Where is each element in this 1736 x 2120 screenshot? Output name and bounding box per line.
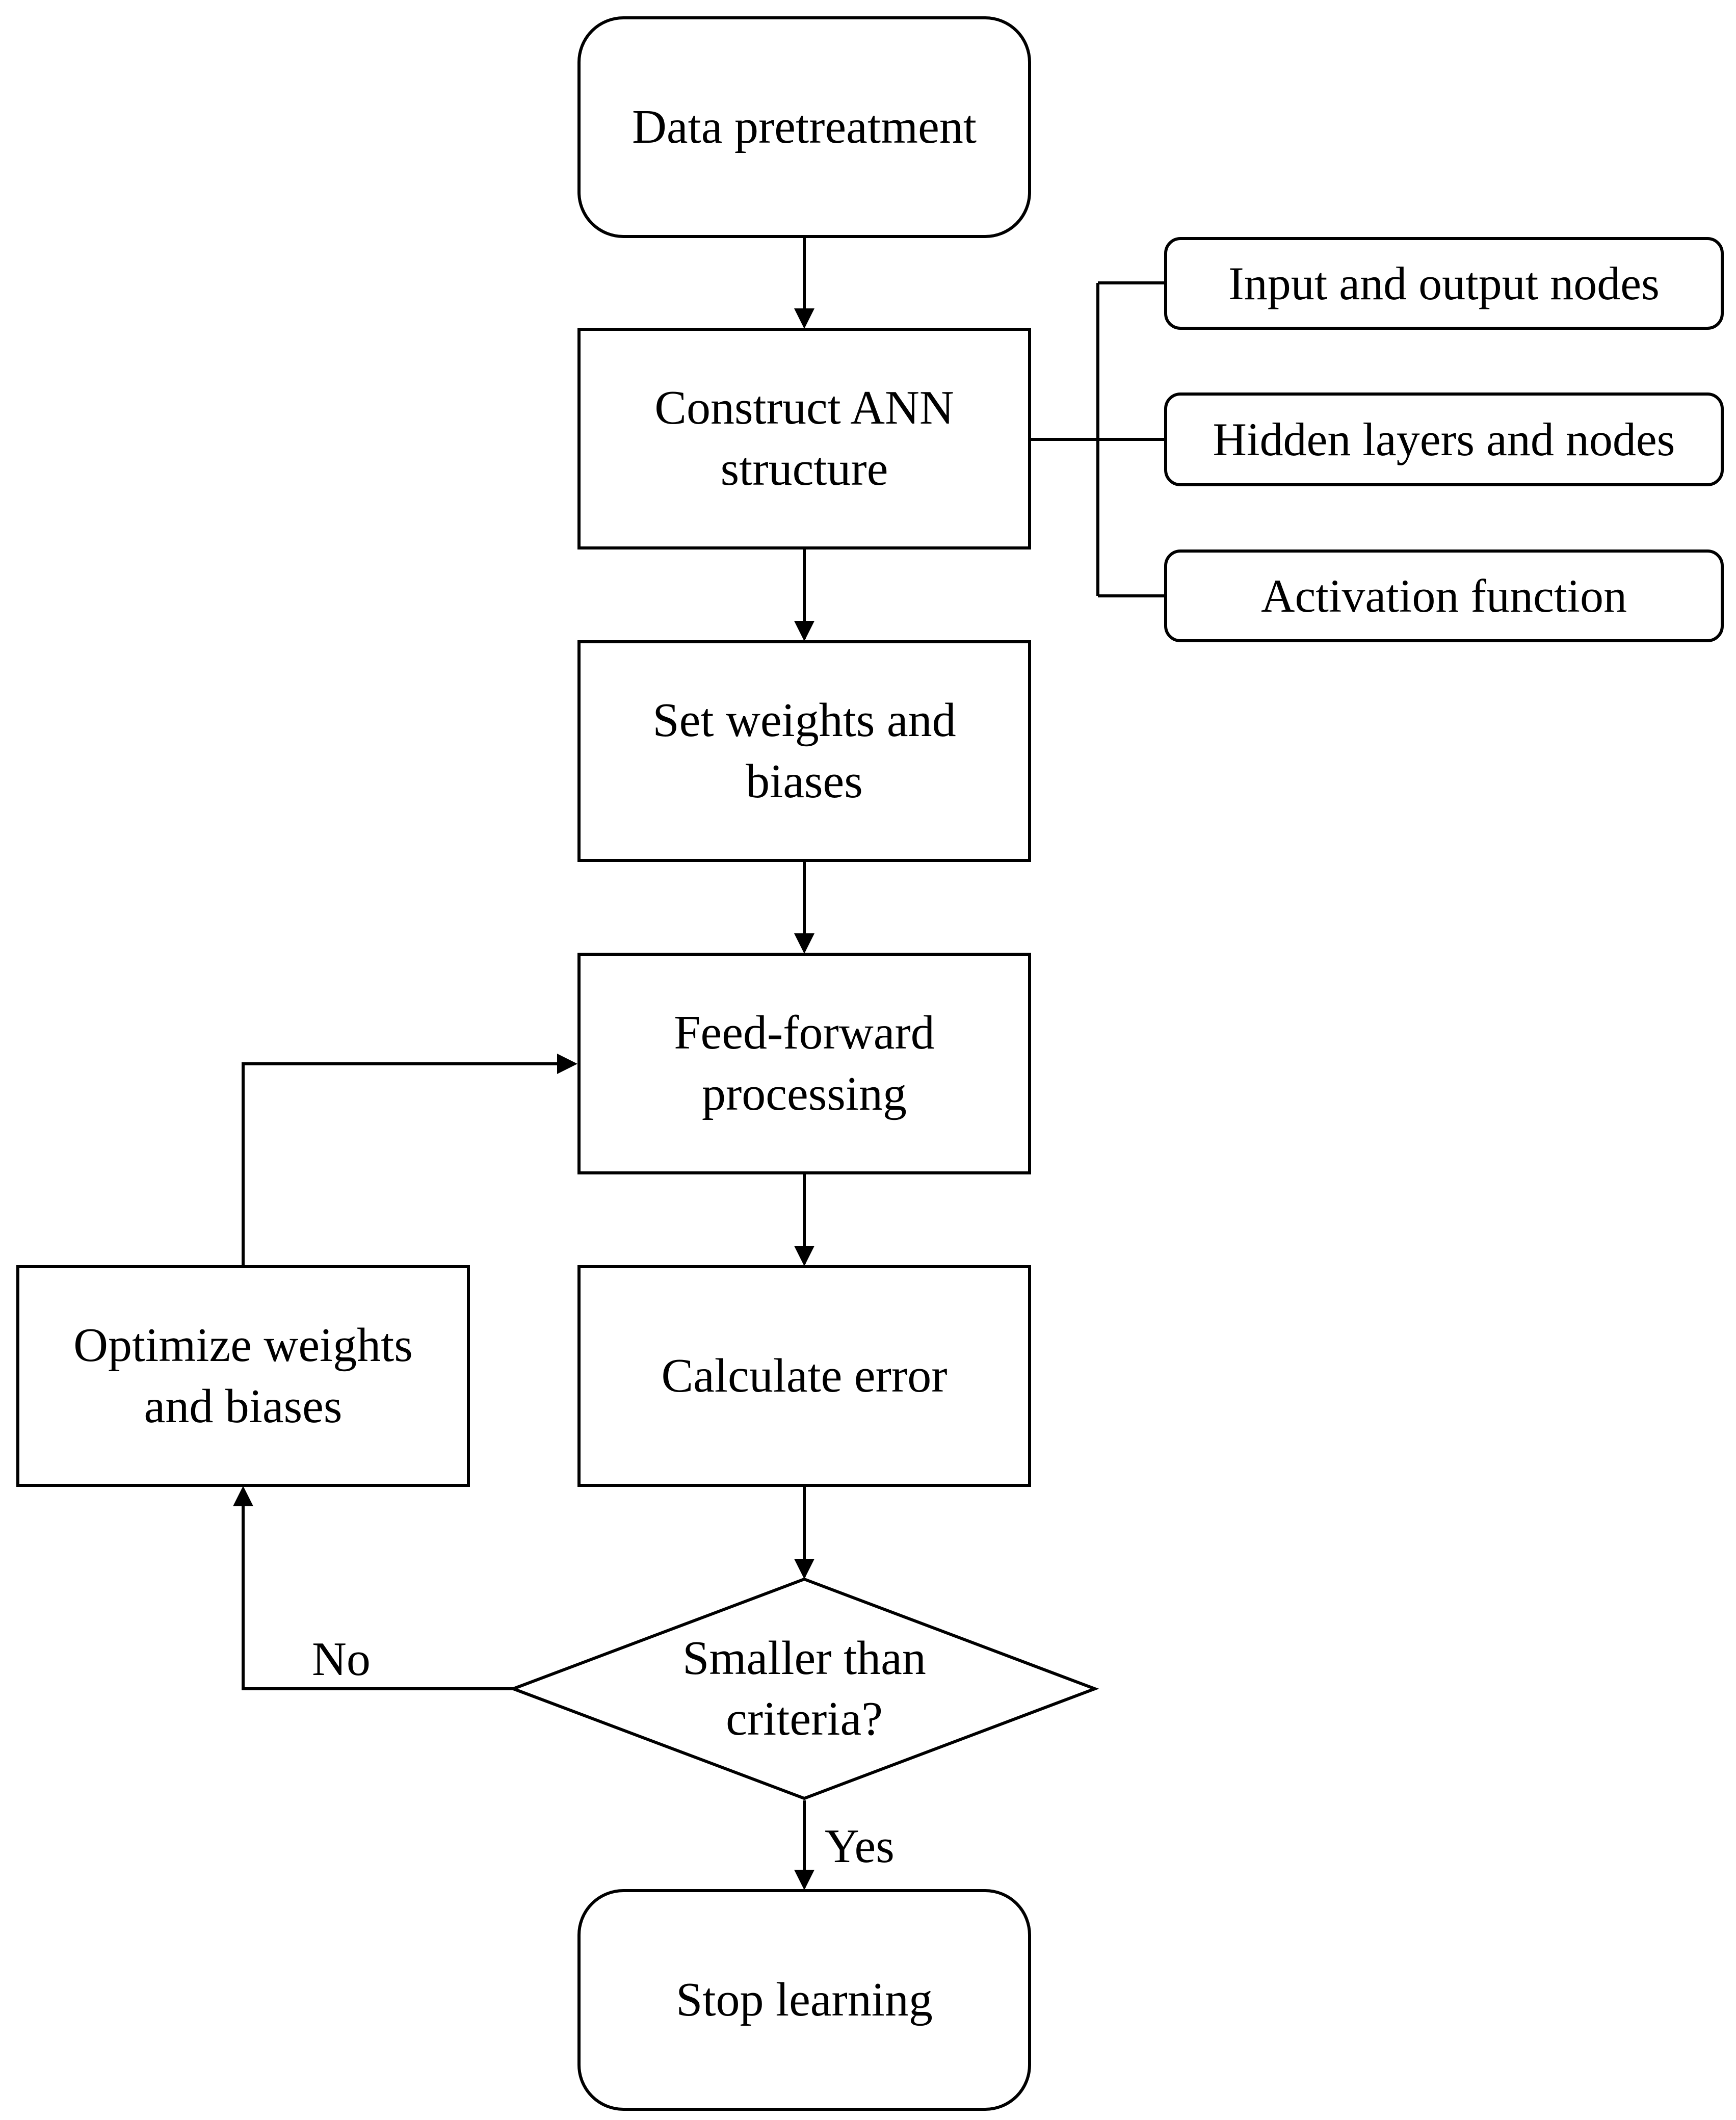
arrowhead-feed-forward-loop [557,1054,577,1074]
arrowhead-set-weights [794,621,814,641]
arrowhead-stop [794,1870,814,1890]
calculate-error-label: Calculate error [661,1349,948,1402]
arrowhead-optimize [233,1486,253,1506]
feed-forward-box: Feed-forward processing [577,953,1031,1174]
feed-forward-line1: Feed-forward [674,1006,935,1060]
set-weights-line1: Set weights and [652,694,956,747]
param-activation-label: Activation function [1261,569,1627,622]
arrowhead-construct [794,308,814,329]
arrowhead-feed-forward [794,933,814,954]
arrowhead-calculate-error [794,1246,814,1266]
arrow-optimize-to-feed-forward [242,1062,561,1266]
stop-terminal: Stop learning [577,1889,1031,2111]
decision-label: Smaller than criteria? [617,1612,992,1765]
optimize-box: Optimize weights and biases [16,1265,470,1487]
edge-label-no: No [312,1633,371,1686]
param-input-output-label: Input and output nodes [1228,257,1660,309]
param-hidden-layers-box: Hidden layers and nodes [1164,392,1724,486]
decision-line2: criteria? [726,1692,883,1745]
edge-label-yes: Yes [825,1820,895,1873]
param-hidden-layers-label: Hidden layers and nodes [1213,413,1675,465]
param-activation-box: Activation function [1164,549,1724,642]
optimize-line1: Optimize weights [73,1319,413,1372]
set-weights-line2: biases [746,754,863,808]
calculate-error-box: Calculate error [577,1265,1031,1487]
set-weights-box: Set weights and biases [577,640,1031,862]
arrow-no-to-optimize [242,1494,513,1690]
param-input-output-box: Input and output nodes [1164,237,1724,330]
optimize-line2: and biases [144,1379,343,1433]
feed-forward-line2: processing [701,1067,907,1120]
start-terminal: Data pretreatment [577,16,1031,238]
decision-line1: Smaller than [682,1631,926,1685]
start-label: Data pretreatment [632,100,977,153]
construct-label-line2: structure [720,442,888,495]
construct-label-line1: Construct ANN [654,381,954,435]
stop-label: Stop learning [676,1973,933,2026]
arrowhead-decision [794,1559,814,1579]
decision-diamond [509,1577,1099,1800]
construct-ann-box: Construct ANN structure [577,328,1031,549]
